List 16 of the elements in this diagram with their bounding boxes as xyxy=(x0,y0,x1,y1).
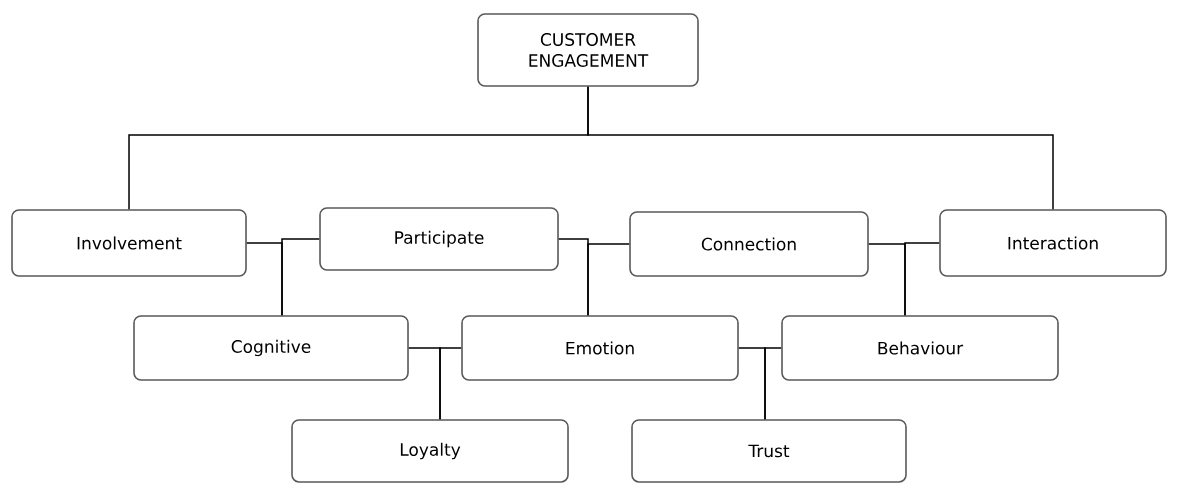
concept-box: Cognitive xyxy=(133,315,409,381)
concept-box: Involvement xyxy=(11,209,247,277)
title-box: CUSTOMER ENGAGEMENT xyxy=(477,13,699,87)
connector-line xyxy=(764,347,782,420)
concept-box: Trust xyxy=(631,419,907,483)
connector-line xyxy=(439,347,462,420)
connector-line xyxy=(587,86,1054,210)
concept-box: Connection xyxy=(629,211,869,277)
concept-box: Behaviour xyxy=(781,315,1059,381)
connector-line xyxy=(587,243,630,316)
concept-box: Loyalty xyxy=(291,419,569,483)
connector-line xyxy=(904,242,940,316)
concept-box: Emotion xyxy=(461,315,739,381)
concept-box: Interaction xyxy=(939,209,1167,277)
connector-line xyxy=(281,238,320,316)
concept-box: Participate xyxy=(319,207,559,271)
